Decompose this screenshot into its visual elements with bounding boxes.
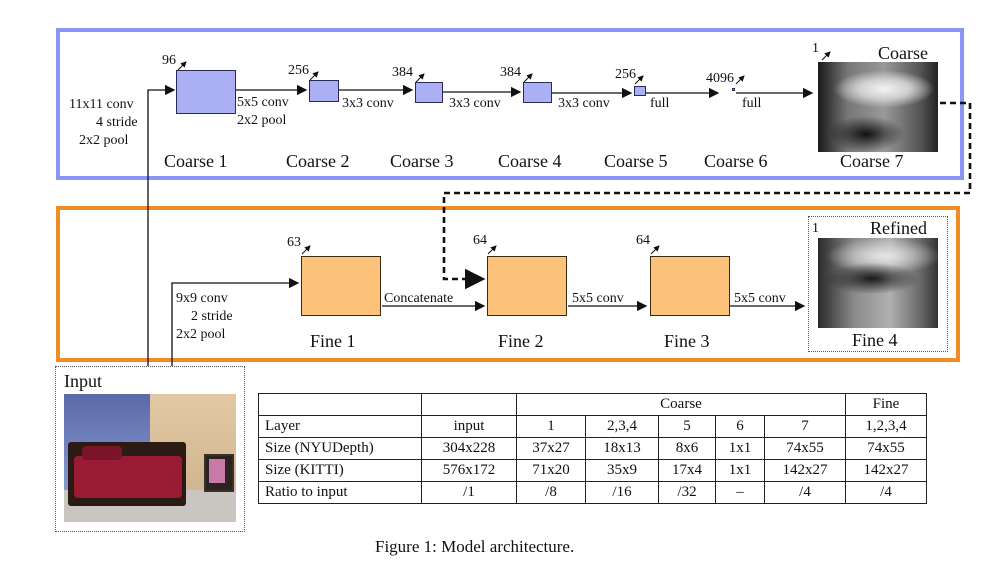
input-to-coarse-line [147,84,176,368]
coarse-3-label: Coarse 3 [390,151,454,171]
coarse-op-3: 3x3 conv [449,96,501,111]
coarse-7-channels: 1 [812,41,819,56]
figure-caption: Figure 1: Model architecture. [375,537,575,556]
fine-depth-output-image [818,238,938,328]
coarse-6-block [732,88,735,91]
fine-section-title: Refined [870,218,927,238]
input-to-fine-line [171,277,300,368]
coarse-5-label: Coarse 5 [604,151,668,171]
table-header-cell: 1 [516,415,586,438]
coarse-7-label: Coarse 7 [840,151,904,171]
table-group-fine: Fine [845,393,927,416]
table-header-cell: Layer [258,415,422,438]
fine-pre-label-2: 2 stride [191,309,233,324]
coarse-pre-label-3: 2x2 pool [79,133,129,148]
table-row: Size (KITTI) 576x172 71x20 35x9 17x4 1x1… [258,459,927,482]
coarse-5-channels: 256 [615,67,636,82]
coarse-3-block [415,82,443,103]
fine-2-channels: 64 [473,233,487,248]
fine-2-block [487,256,567,316]
table-group-coarse: Coarse [516,393,846,416]
coarse-pre-label-2: 4 stride [96,115,138,130]
input-bedroom-image [64,394,236,522]
coarse-op-2: 3x3 conv [342,96,394,111]
layer-spec-table: Coarse Fine Layer input 1 2,3,4 5 6 7 1,… [258,393,927,504]
fine-op-3: 5x5 conv [734,291,786,306]
fine-op-2: 5x5 conv [572,291,624,306]
coarse-4-channels: 384 [500,65,521,80]
fine-1-block [301,256,381,316]
coarse-3-channels: 384 [392,65,413,80]
table-header-cell: input [421,415,517,438]
fine-pre-label-1: 9x9 conv [176,291,228,306]
input-label: Input [64,371,102,391]
coarse-pre-label-1: 11x11 conv [69,97,134,112]
coarse-4-label: Coarse 4 [498,151,562,171]
table-header-cell: 7 [764,415,846,438]
coarse-4-block [523,82,552,103]
coarse-1-block [176,70,236,114]
table-header-cell: 1,2,3,4 [845,415,927,438]
coarse-6-channels: 4096 [706,71,734,86]
fine-op-concatenate: Concatenate [384,291,454,306]
fine-3-label: Fine 3 [664,331,710,351]
fine-1-label: Fine 1 [310,331,356,351]
coarse-2-block [309,80,339,102]
table-header-cell: 6 [715,415,765,438]
fine-4-channels: 1 [812,221,819,236]
coarse-op-1: 5x5 conv [237,95,289,110]
coarse-2-label: Coarse 2 [286,151,350,171]
fine-2-label: Fine 2 [498,331,544,351]
table-row: Ratio to input /1 /8 /16 /32 – /4 /4 [258,481,927,504]
fine-1-channels: 63 [287,235,301,250]
coarse-op-1b: 2x2 pool [237,113,287,128]
coarse-6-label: Coarse 6 [704,151,768,171]
table-header-cell: 5 [658,415,716,438]
fine-3-channels: 64 [636,233,650,248]
coarse-to-fine-dashed [442,101,972,290]
coarse-section-title: Coarse [878,43,928,63]
coarse-op-6: full [742,96,762,111]
coarse-depth-output-image [818,62,938,152]
fine-4-label: Fine 4 [852,330,898,350]
fine-pre-label-3: 2x2 pool [176,327,226,342]
coarse-1-label: Coarse 1 [164,151,228,171]
table-row: Size (NYUDepth) 304x228 37x27 18x13 8x6 … [258,437,927,460]
table-group-row: Coarse Fine [258,393,927,416]
fine-3-block [650,256,730,316]
coarse-5-block [634,86,646,96]
coarse-2-channels: 256 [288,63,309,78]
coarse-op-5: full [650,96,670,111]
table-header-row: Layer input 1 2,3,4 5 6 7 1,2,3,4 [258,415,927,438]
table-header-cell: 2,3,4 [585,415,659,438]
coarse-1-channels: 96 [162,53,176,68]
coarse-op-4: 3x3 conv [558,96,610,111]
fine-network-frame [56,206,960,362]
